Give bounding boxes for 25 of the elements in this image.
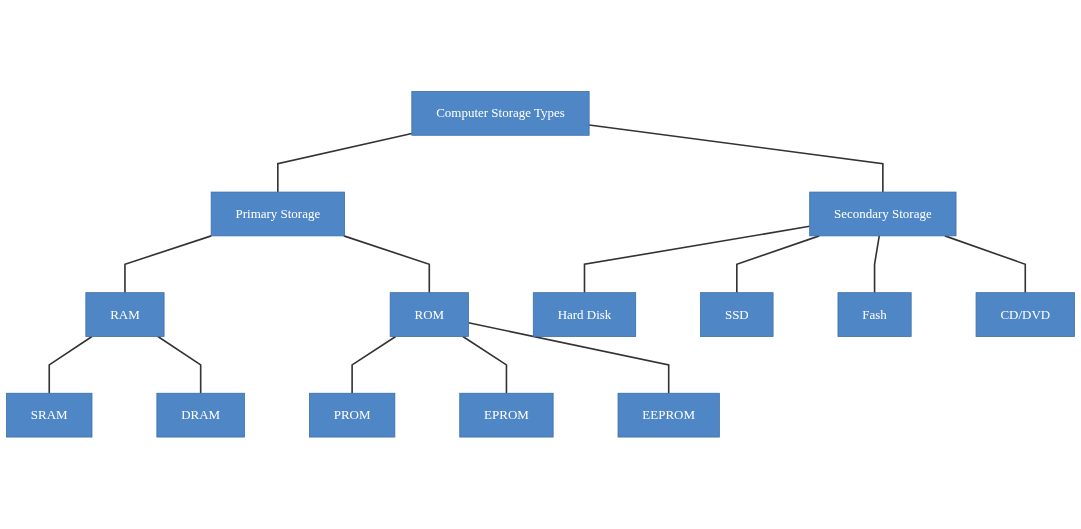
connector bbox=[588, 124, 884, 194]
node-box: CD/DVD bbox=[975, 292, 1075, 338]
connector bbox=[343, 235, 431, 294]
node-box: SRAM bbox=[6, 393, 93, 438]
node-box: Primary Storage bbox=[210, 191, 345, 237]
node-box: Fash bbox=[837, 292, 912, 338]
connector bbox=[277, 132, 413, 194]
connector bbox=[351, 335, 397, 395]
node-box: EEPROM bbox=[617, 393, 720, 438]
node-box: Hard Disk bbox=[532, 292, 637, 338]
node-box: DRAM bbox=[156, 393, 245, 438]
connector bbox=[124, 235, 213, 294]
node-box: Secondary Storage bbox=[809, 191, 957, 237]
connector bbox=[48, 335, 93, 395]
node-box: ROM bbox=[389, 292, 469, 338]
connector bbox=[583, 225, 811, 294]
connector bbox=[873, 235, 881, 294]
node-box: EPROM bbox=[459, 393, 554, 438]
connector bbox=[157, 335, 202, 395]
node-box: PROM bbox=[309, 393, 396, 438]
node-box: Computer Storage Types bbox=[411, 91, 590, 136]
node-box: RAM bbox=[85, 292, 165, 338]
connector bbox=[467, 322, 670, 395]
connector bbox=[462, 335, 508, 395]
node-box: SSD bbox=[700, 292, 774, 338]
